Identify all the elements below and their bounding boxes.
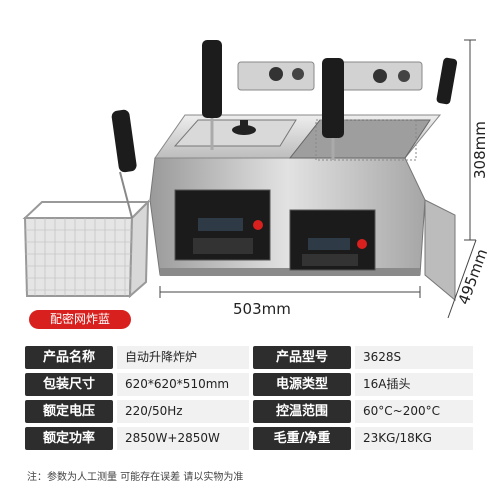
spec-value: 60°C~200°C	[355, 400, 473, 423]
control-panel-left	[174, 189, 271, 261]
dimension-line-width	[159, 286, 421, 298]
spec-label: 产品名称	[25, 346, 113, 369]
spec-label: 额定电压	[25, 400, 113, 423]
spec-label: 产品型号	[253, 346, 351, 369]
side-door	[424, 199, 456, 302]
back-control-box-right	[339, 61, 423, 91]
spec-value: 220/50Hz	[117, 400, 249, 423]
back-control-box-left	[237, 61, 315, 91]
spec-label: 毛重/净重	[253, 427, 351, 450]
spec-value: 自动升降炸炉	[117, 346, 249, 369]
spec-label: 额定功率	[25, 427, 113, 450]
width-dimension-label: 503mm	[233, 300, 291, 318]
basket-badge: 配密网炸蓝	[29, 310, 131, 329]
height-dimension-label: 308mm	[471, 121, 489, 179]
spec-label: 电源类型	[253, 373, 351, 396]
spec-row: 产品名称 自动升降炸炉 产品型号 3628S	[25, 346, 473, 369]
lift-handle-right	[322, 58, 344, 160]
lid-left	[173, 119, 297, 147]
lift-handle-left	[202, 40, 222, 150]
spec-value: 2850W+2850W	[117, 427, 249, 450]
product-illustration	[22, 39, 477, 319]
dimension-line-height	[464, 39, 476, 241]
spec-value: 16A插头	[355, 373, 473, 396]
spec-row: 额定功率 2850W+2850W 毛重/净重 23KG/18KG	[25, 427, 473, 450]
spec-value: 620*620*510mm	[117, 373, 249, 396]
spec-value: 23KG/18KG	[355, 427, 473, 450]
spec-label: 包装尺寸	[25, 373, 113, 396]
spec-row: 额定电压 220/50Hz 控温范围 60°C~200°C	[25, 400, 473, 423]
spec-label: 控温范围	[253, 400, 351, 423]
control-panel-right	[289, 209, 376, 271]
spec-row: 包装尺寸 620*620*510mm 电源类型 16A插头	[25, 373, 473, 396]
side-handle-right	[436, 57, 458, 105]
spec-value: 3628S	[355, 346, 473, 369]
dimension-line-depth	[447, 239, 477, 319]
fry-basket	[22, 109, 151, 299]
disclaimer-note: 注：参数为人工测量 可能存在误差 请以实物为准	[27, 472, 244, 483]
